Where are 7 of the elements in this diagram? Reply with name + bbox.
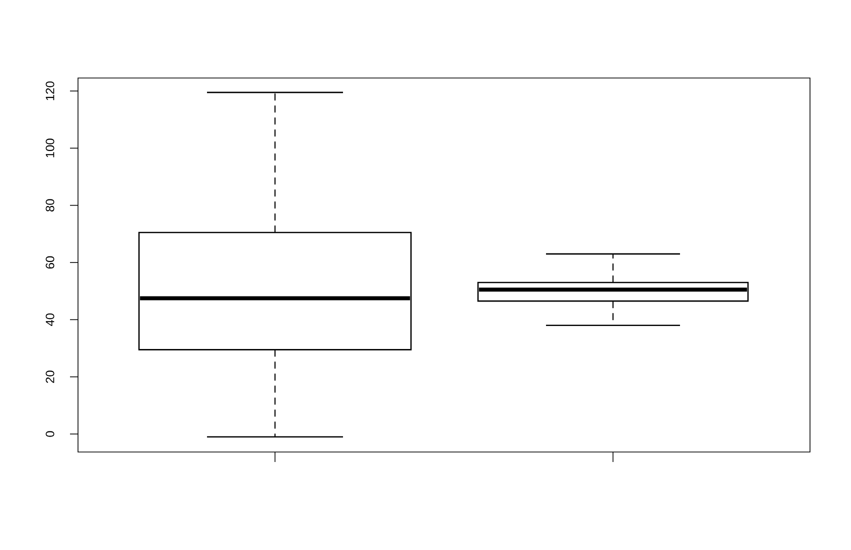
tick-label: 0 [46,431,54,437]
tick-label: 20 [46,370,54,383]
tick-label: 40 [46,313,54,326]
tick-label: 60 [46,256,54,269]
tick-label: 80 [46,199,54,212]
tick-label: 100 [46,138,54,158]
tick-label: 120 [46,81,54,100]
